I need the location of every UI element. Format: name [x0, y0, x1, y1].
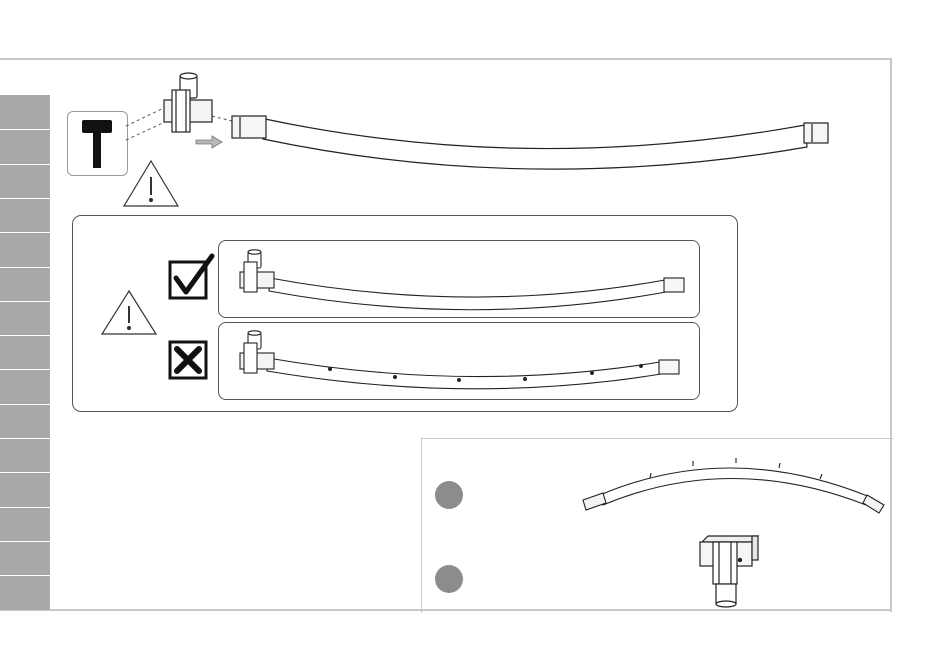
curved-tube-drawing — [232, 116, 828, 169]
incorrect-option-panel — [218, 322, 700, 400]
parts-panel — [421, 438, 893, 613]
warning-triangle-icon — [124, 161, 178, 206]
arrow-right-icon — [196, 136, 222, 148]
part-marker-2 — [435, 565, 463, 593]
part-marker-1 — [435, 481, 463, 509]
t-connector-drawing — [164, 73, 212, 132]
correct-option-panel — [218, 240, 700, 318]
